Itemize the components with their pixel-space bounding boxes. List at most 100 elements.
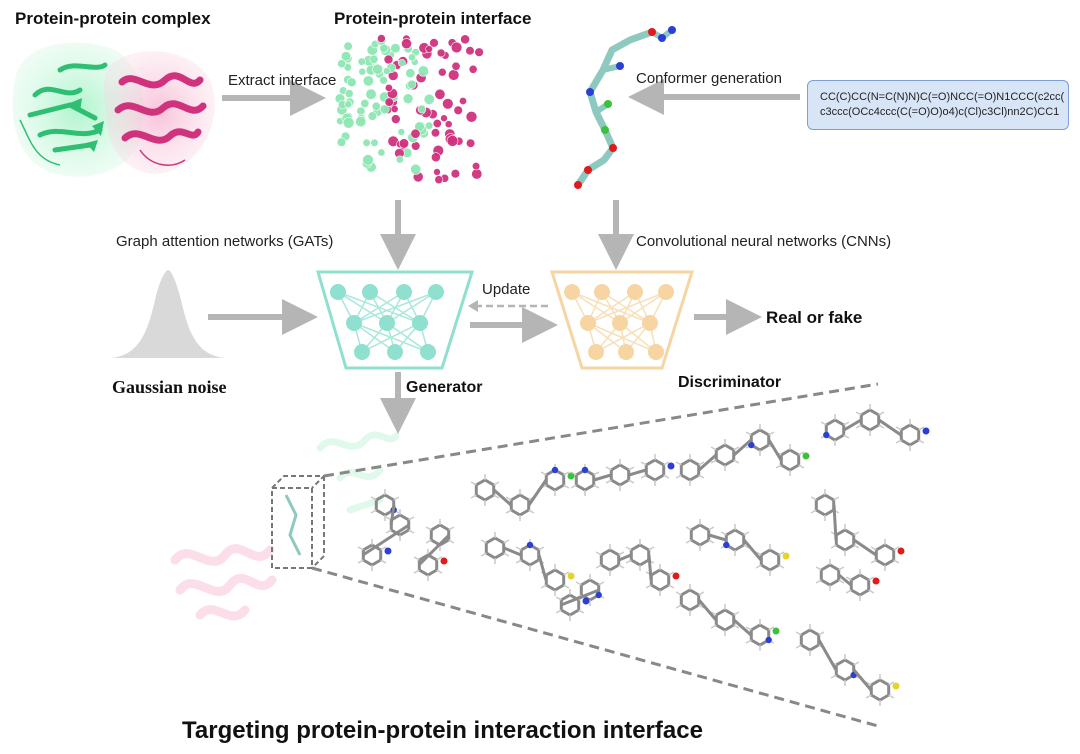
interface-atom: [372, 63, 384, 75]
molecule-hydrogen: [843, 434, 850, 439]
molecule-ring: [849, 573, 871, 597]
molecule-heteroatom: [582, 597, 590, 605]
molecule-heteroatom: [872, 577, 880, 585]
molecule-bond: [417, 533, 451, 567]
molecule-hydrogen: [743, 544, 750, 549]
molecule-bond: [560, 588, 600, 607]
molecule-ring: [749, 623, 771, 647]
network-node: [648, 344, 664, 360]
network-node: [612, 315, 628, 331]
interface-atom: [474, 47, 484, 57]
molecule-hydrogen: [480, 539, 487, 544]
molecule-hydrogen: [668, 571, 675, 576]
molecule-hydrogen: [830, 674, 837, 679]
network-edge: [353, 291, 437, 324]
molecule-hydrogen: [795, 631, 802, 636]
ligand-atom: [648, 28, 656, 36]
molecule-heteroatom: [823, 431, 830, 439]
molecule-hydrogen: [640, 461, 647, 466]
molecule-ring: [544, 568, 566, 592]
interface-atom: [417, 104, 427, 114]
interface-atom: [370, 138, 379, 147]
gaussian-curve: [110, 270, 226, 358]
ligand-atom: [586, 88, 594, 96]
molecule-hydrogen: [595, 551, 602, 556]
molecule-hydrogen: [515, 559, 522, 564]
molecule-hydrogen: [563, 471, 570, 476]
molecule-hydrogen: [357, 559, 364, 564]
molecule-hydrogen: [448, 526, 455, 531]
molecule-hydrogen: [733, 459, 740, 464]
smiles-line-2: c3ccc(OCc4ccc(C(=O)O)o4)c(Cl)c3Cl)nn2C)C…: [820, 106, 1060, 118]
smiles-line-1: CC(C)CC(N=C(N)N)C(=O)NCC(=O)N1CCC(c2cc(: [820, 91, 1065, 103]
molecule-ring: [819, 563, 841, 587]
molecule-hydrogen: [640, 474, 647, 479]
molecule-ring: [714, 608, 736, 632]
interface-atom: [367, 111, 378, 121]
interface-atom: [362, 75, 374, 87]
molecule-hydrogen: [755, 551, 762, 556]
molecule-hydrogen: [685, 526, 692, 531]
network-edge: [571, 291, 621, 324]
interface-atom: [472, 162, 481, 171]
ligand-atom: [616, 62, 624, 70]
molecule-hydrogen: [618, 564, 625, 569]
ligand-atom: [574, 181, 582, 189]
molecule-hydrogen: [745, 431, 752, 436]
molecule-hydrogen: [503, 552, 510, 557]
molecule-hydrogen: [393, 496, 400, 501]
interface-atom: [407, 79, 417, 89]
ligand-atom: [609, 144, 617, 152]
molecule-hydrogen: [563, 484, 570, 489]
molecule-ring: [724, 528, 746, 552]
molecule-bond: [767, 439, 783, 461]
interface-atom: [379, 104, 390, 115]
ligand-atom: [601, 126, 609, 134]
molecule-ring: [814, 493, 836, 517]
molecule-hydrogen: [413, 556, 420, 561]
network-node: [396, 284, 412, 300]
molecule-bond: [527, 479, 548, 506]
molecule-hydrogen: [853, 531, 860, 536]
molecule-heteroatom: [892, 682, 900, 690]
molecule-hydrogen: [798, 464, 805, 469]
interface-atom: [458, 97, 467, 106]
interface-atom: [340, 51, 352, 62]
molecule-hydrogen: [720, 531, 727, 536]
molecule-hydrogen: [798, 451, 805, 456]
molecule-bond: [838, 573, 852, 587]
interface-atom: [433, 168, 441, 176]
molecule-bond: [389, 504, 396, 526]
molecule-ring: [629, 543, 651, 567]
molecule-hydrogen: [380, 559, 387, 564]
molecule-hydrogen: [733, 446, 740, 451]
ligand-atom: [658, 34, 666, 42]
network-node: [387, 344, 403, 360]
molecule-bond: [593, 473, 612, 482]
molecule-hydrogen: [505, 509, 512, 514]
network-edge: [361, 322, 421, 353]
molecule-hydrogen: [470, 494, 477, 499]
faded-protein-illustration: [170, 431, 400, 621]
molecule-hydrogen: [768, 431, 775, 436]
molecule-ring: [484, 536, 506, 560]
molecule-ring: [679, 458, 701, 482]
network-node: [588, 344, 604, 360]
molecule-hydrogen: [745, 626, 752, 631]
network-node: [627, 284, 643, 300]
molecule-hydrogen: [733, 624, 740, 629]
molecule-hydrogen: [628, 479, 635, 484]
molecule-hydrogen: [408, 516, 415, 521]
generator-network: [316, 270, 475, 370]
network-edge: [587, 291, 636, 324]
molecule-hydrogen: [710, 459, 717, 464]
molecule-hydrogen: [918, 426, 925, 431]
network-node: [354, 344, 370, 360]
molecule-bond: [698, 453, 717, 472]
interface-atom: [384, 83, 393, 92]
molecule-hydrogen: [448, 539, 455, 544]
interface-atom: [410, 163, 422, 175]
molecule-heteroatom: [567, 572, 575, 580]
molecule-bond: [742, 539, 763, 561]
